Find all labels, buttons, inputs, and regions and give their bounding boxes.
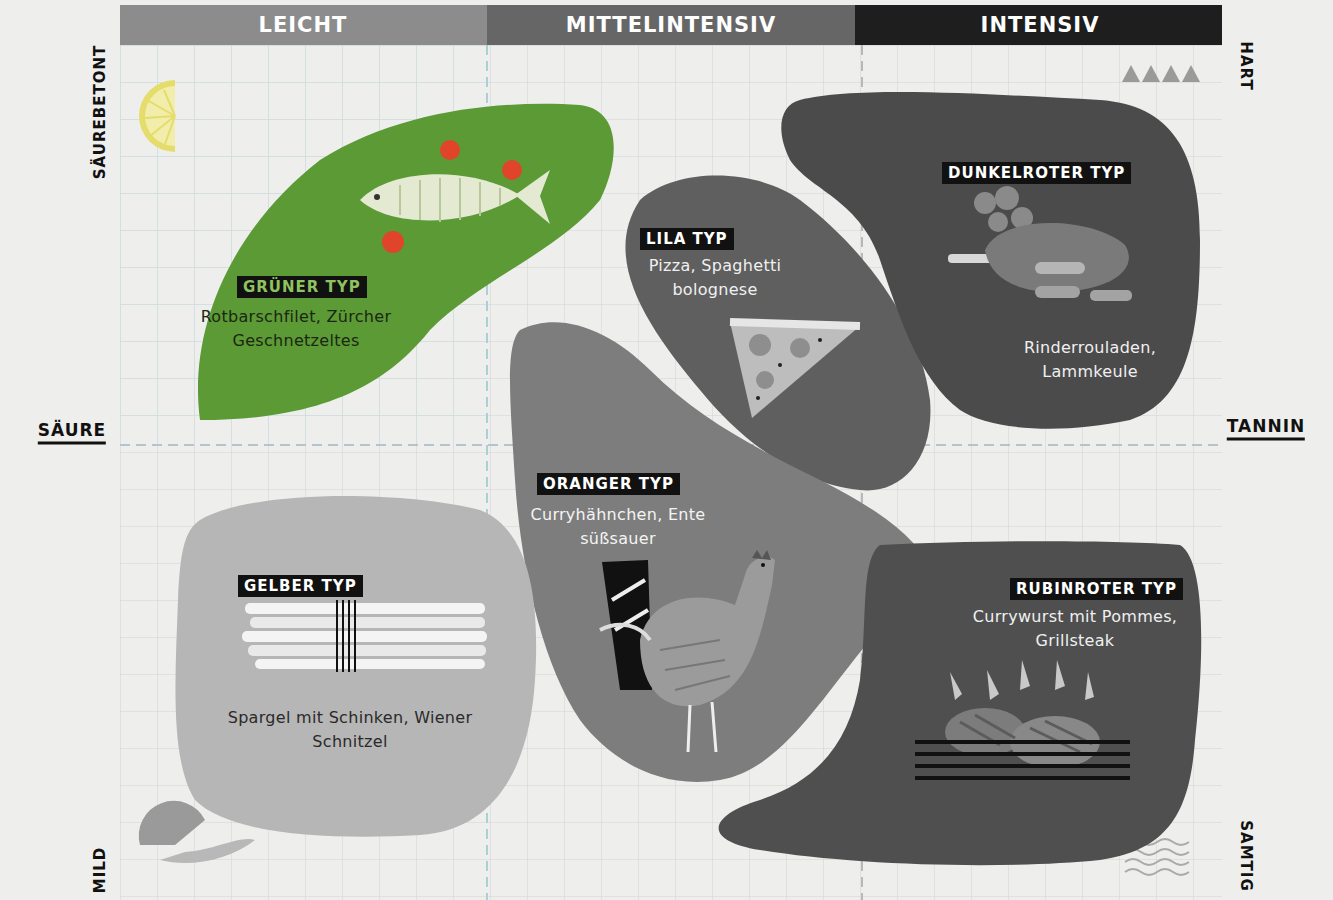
type-heading: ORANGER TYP [537, 473, 680, 495]
food-examples: Pizza, Spaghetti bolognese [625, 254, 805, 302]
drawing-part [400, 178, 500, 222]
wine-type-region: RUBINROTER TYP Currywurst mit Pommes, Gri… [705, 535, 1210, 870]
drawing-part [139, 80, 175, 152]
drawing-part [995, 186, 1019, 210]
region-shape [781, 92, 1200, 429]
drawing-part [145, 86, 175, 146]
food-examples: Rotbarschfilet, Zürcher Geschnetzeltes [196, 305, 396, 353]
pizza-illustration [730, 322, 860, 418]
axis-label: SÄUREBETONT [91, 45, 109, 179]
intensity-header: LEICHT [259, 13, 348, 37]
drawing-part [1182, 65, 1200, 82]
axis-label: SAMTIG [1237, 820, 1255, 891]
region-shape [719, 541, 1202, 865]
type-heading: GRÜNER TYP [237, 276, 367, 298]
axis-label: HART [1237, 41, 1255, 90]
drawing-part [985, 223, 1129, 292]
drawing-part [487, 5, 855, 45]
drawing-part [988, 212, 1008, 232]
type-heading: RUBINROTER TYP [1010, 578, 1183, 600]
food-examples: Currywurst mit Pommes, Grillsteak [960, 605, 1190, 653]
drawing-part [515, 170, 550, 224]
drawing-part [974, 192, 996, 214]
drawing-part [752, 550, 771, 560]
region-outline [170, 490, 540, 840]
drawing-part [337, 600, 355, 672]
wine-type-region: GELBER TYP Spargel mit Schinken, Wiener S… [170, 490, 540, 840]
drawing-part [255, 659, 485, 669]
drawing-part [139, 801, 205, 845]
drawing-part [688, 702, 716, 752]
drawing-part [818, 338, 822, 342]
fish-illustration [360, 140, 550, 253]
lemon-icon [139, 80, 175, 152]
drawing-part [960, 715, 1092, 752]
axis-label: SÄURE [38, 420, 106, 445]
drawing-part [1122, 65, 1140, 82]
lamb-leg-illustration [948, 186, 1132, 301]
drawing-part [440, 140, 460, 160]
drawing-part [600, 625, 650, 640]
drawing-part [660, 640, 730, 690]
axis-label: MILD [91, 847, 109, 894]
drawing-part [1035, 262, 1085, 274]
drawing-part [242, 631, 487, 642]
rooster-illustration [600, 550, 775, 752]
intensity-header: MITTELINTENSIV [566, 13, 776, 37]
food-examples: Spargel mit Schinken, Wiener Schnitzel [220, 706, 480, 754]
drawing-part [374, 194, 380, 200]
drawing-part [1125, 859, 1189, 865]
drawing-part [640, 557, 775, 706]
intensity-header: INTENSIV [981, 13, 1100, 37]
drawing-part [778, 363, 782, 367]
drawing-part [915, 742, 1130, 778]
drawing-part [245, 603, 485, 614]
axis-label: TANNIN [1227, 416, 1305, 441]
grillsteak-illustration [915, 660, 1130, 778]
drawing-part [120, 5, 487, 45]
type-heading: GELBER TYP [238, 575, 363, 597]
drawing-part [612, 580, 648, 630]
hard-triangles-icon [1122, 65, 1200, 82]
food-examples: Rinderrouladen, Lammkeule [995, 336, 1185, 384]
drawing-part [855, 5, 1222, 45]
drawing-part [1035, 286, 1080, 298]
drawing-part [120, 45, 1222, 900]
drawing-part [248, 645, 486, 656]
drawing-part [761, 563, 765, 567]
drawing-part [756, 396, 760, 400]
drawing-part [1090, 290, 1132, 301]
asparagus-illustration [242, 600, 487, 672]
drawing-part [502, 160, 522, 180]
drawing-part [756, 371, 774, 389]
drawing-part [790, 338, 810, 358]
drawing-part [145, 90, 175, 144]
drawing-part [1162, 65, 1180, 82]
drawing-part [382, 231, 404, 253]
drawing-part [950, 660, 1094, 700]
drawing-part [749, 334, 771, 356]
drawing-part [730, 322, 860, 418]
wine-type-region: DUNKELROTER TYP Rinderrouladen, Lammkeule [775, 85, 1205, 435]
drawing-part [1125, 869, 1189, 875]
drawing-part [730, 322, 860, 326]
drawing-part [250, 617, 485, 628]
drawing-part [160, 839, 255, 863]
type-heading: LILA TYP [640, 228, 734, 250]
food-examples: Curryhähnchen, Ente süßsauer [528, 503, 708, 551]
drawing-part [1142, 65, 1160, 82]
region-outline [775, 85, 1205, 435]
type-heading: DUNKELROTER TYP [942, 162, 1131, 184]
region-shape [175, 496, 536, 837]
